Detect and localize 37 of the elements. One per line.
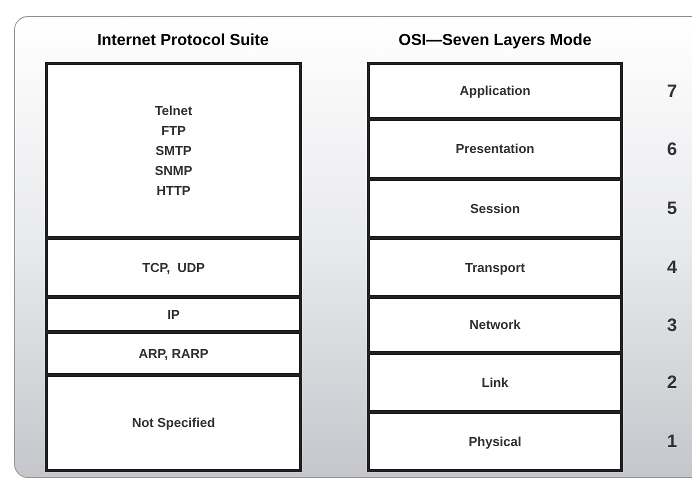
layer-number: 3 [666, 314, 678, 336]
layer-box [367, 62, 623, 120]
layer-box [45, 374, 302, 472]
layer-label: Telnet [154, 102, 192, 120]
layer-box [367, 237, 623, 298]
layer-label: HTTP [156, 182, 190, 200]
layer-box [367, 352, 623, 413]
layer-number: 5 [666, 197, 678, 220]
layer-number: 7 [666, 80, 678, 102]
layer-label: Physical [468, 432, 522, 451]
layer-box [45, 237, 302, 298]
layer-box [367, 411, 623, 472]
layer-box [45, 62, 302, 239]
layer-box [45, 331, 302, 376]
layer-number: 6 [666, 138, 678, 160]
layer-box [367, 118, 623, 180]
layer-number: 1 [666, 430, 678, 453]
layer-number: 2 [666, 371, 678, 394]
layer-label: Not Specified [132, 414, 216, 432]
layer-label: IP [167, 306, 180, 324]
layer-box [367, 296, 623, 354]
layer-label: SNMP [154, 162, 192, 180]
column-heading: OSI—Seven Layers Mode [398, 31, 592, 51]
layer-label: Transport [465, 258, 525, 277]
layer-label: TCP, UDP [142, 258, 205, 276]
layer-label: Network [469, 316, 521, 334]
layer-box [45, 296, 302, 333]
column-heading: Internet Protocol Suite [96, 31, 270, 51]
layer-label: Application [460, 82, 530, 100]
layer-label: SMTP [155, 142, 192, 160]
layer-label: FTP [161, 122, 186, 140]
layer-box [367, 178, 623, 239]
layer-label: ARP, RARP [138, 344, 208, 362]
layer-label: Session [470, 200, 520, 218]
layer-label: Presentation [456, 140, 534, 158]
layer-number: 4 [666, 256, 678, 279]
layer-label: Link [482, 374, 508, 392]
